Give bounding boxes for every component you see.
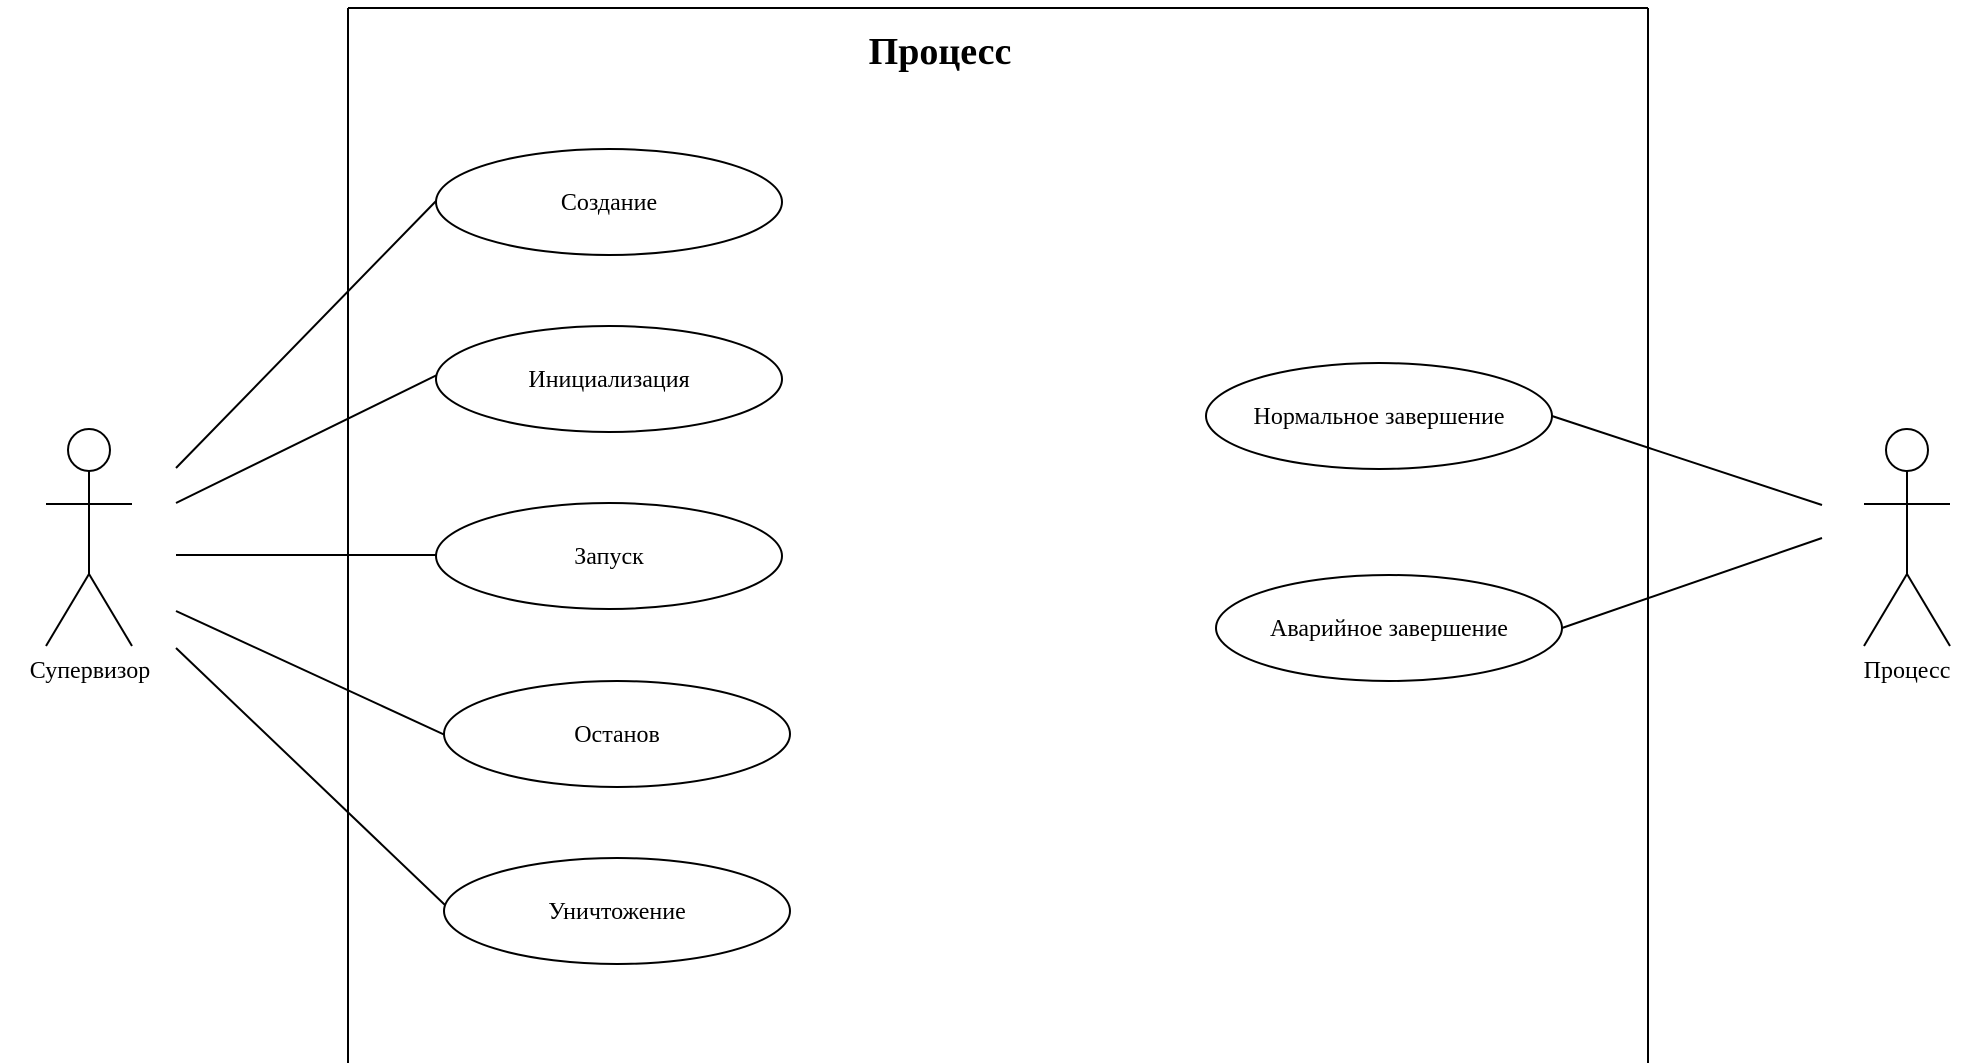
system-title: Процесс [869,31,1012,73]
actor-right-leg [1906,573,1951,647]
use-case-label: Инициализация [528,367,689,393]
actor-left-leg [1863,573,1908,647]
use-case-create: Создание [435,148,783,256]
use-case-label: Уничтожение [548,899,685,925]
use-case-abnormal-end: Аварийное завершение [1215,574,1563,682]
actor-head [1885,428,1929,472]
use-case-label: Запуск [574,544,644,570]
association-supervisor-destroy [175,647,446,906]
actor-head [67,428,111,472]
use-case-ellipse [435,148,783,256]
actor-label: Супервизор [30,658,150,684]
association-process-abnormal-end [1561,537,1823,629]
association-supervisor-create [175,199,438,469]
use-case-ellipse [435,325,783,433]
actor-left-leg [45,573,90,647]
use-case-ellipse [435,502,783,610]
actor-supervisor: Супервизор [30,428,150,684]
use-case-label: Аварийное завершение [1270,616,1508,642]
use-case-normal-end: Нормальное завершение [1205,362,1553,470]
association-supervisor-init [175,374,438,504]
stick-figure-icon [45,428,133,647]
use-case-destroy: Уничтожение [443,857,791,965]
use-case-label: Создание [561,190,657,216]
stick-figure-icon [1863,428,1951,647]
use-case-label: Нормальное завершение [1253,404,1504,430]
use-case-stop: Останов [443,680,791,788]
left-associations [175,199,446,906]
right-associations [1551,415,1823,629]
use-case-ellipse [1215,574,1563,682]
use-case-ellipse [1205,362,1553,470]
association-process-normal-end [1551,415,1823,506]
use-case-label: Останов [574,722,660,748]
actor-process: Процесс [1863,428,1951,684]
actor-right-leg [88,573,133,647]
use-case-ellipse [443,857,791,965]
system-boundary: Процесс [347,7,1649,1063]
use-case-ellipse [443,680,791,788]
association-supervisor-stop [175,610,446,736]
actor-label: Процесс [1864,658,1951,684]
use-case-start: Запуск [435,502,783,610]
use-case-init: Инициализация [435,325,783,433]
